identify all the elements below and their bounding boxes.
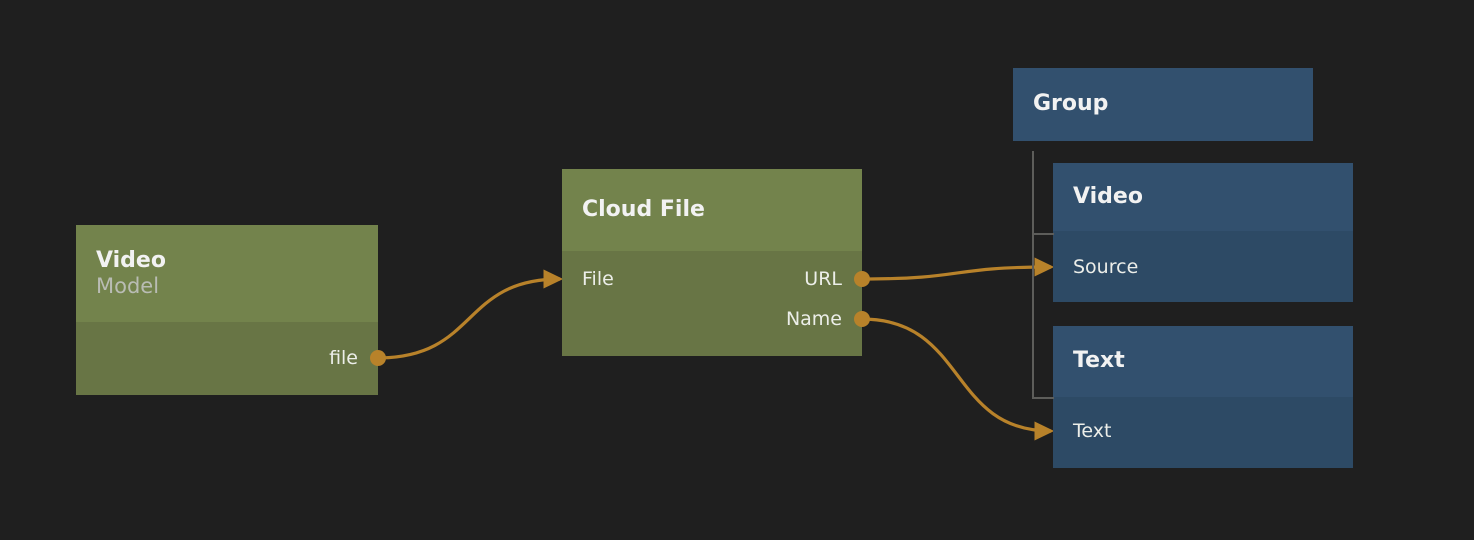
port-label-name: Name — [785, 308, 842, 330]
port-out-video-model-file[interactable]: file — [76, 347, 378, 369]
node-header-text-view[interactable]: Text — [1053, 326, 1353, 397]
node-subtitle-video-model: Model — [96, 273, 160, 298]
node-header-group[interactable]: Group — [1013, 68, 1313, 141]
edge-file-to-cloudfile[interactable] — [376, 269, 564, 360]
group-bracket-tick-bottom — [1032, 397, 1054, 399]
node-title-video-model: Video — [96, 248, 166, 274]
node-body-video-model — [76, 322, 378, 395]
port-label-url: URL — [804, 268, 842, 290]
group-bracket-tick-top — [1032, 233, 1054, 235]
node-body-text-view — [1053, 397, 1353, 468]
port-label-text: Text — [1073, 420, 1112, 442]
node-body-cloud-file — [562, 251, 862, 356]
port-out-cloud-file-name[interactable]: Name — [562, 308, 862, 330]
port-dot-cloud-file-name[interactable] — [854, 311, 870, 327]
port-dot-cloud-file-url[interactable] — [854, 271, 870, 287]
node-body-video-view — [1053, 231, 1353, 302]
group-bracket — [1032, 151, 1054, 399]
port-label-file: file — [329, 347, 358, 369]
port-dot-video-model-file[interactable] — [370, 350, 386, 366]
node-header-cloud-file[interactable]: Cloud File — [562, 169, 862, 251]
port-in-video-view-source[interactable]: Source — [1053, 256, 1353, 278]
edge-name-to-text[interactable] — [861, 317, 1055, 441]
port-out-cloud-file-url[interactable]: URL — [562, 268, 862, 290]
node-title-text-view: Text — [1073, 348, 1125, 374]
node-title-video-view: Video — [1073, 183, 1143, 209]
port-label-source: Source — [1073, 256, 1139, 278]
node-header-video-view[interactable]: Video — [1053, 163, 1353, 231]
port-in-cloud-file-file-in[interactable]: File — [562, 268, 862, 290]
edge-url-to-source[interactable] — [861, 257, 1055, 281]
port-in-text-view-text[interactable]: Text — [1053, 420, 1353, 442]
node-group[interactable]: Group — [1013, 68, 1313, 141]
node-title-cloud-file: Cloud File — [582, 196, 705, 222]
node-title-group: Group — [1033, 91, 1109, 117]
port-label-file-in: File — [582, 268, 614, 290]
